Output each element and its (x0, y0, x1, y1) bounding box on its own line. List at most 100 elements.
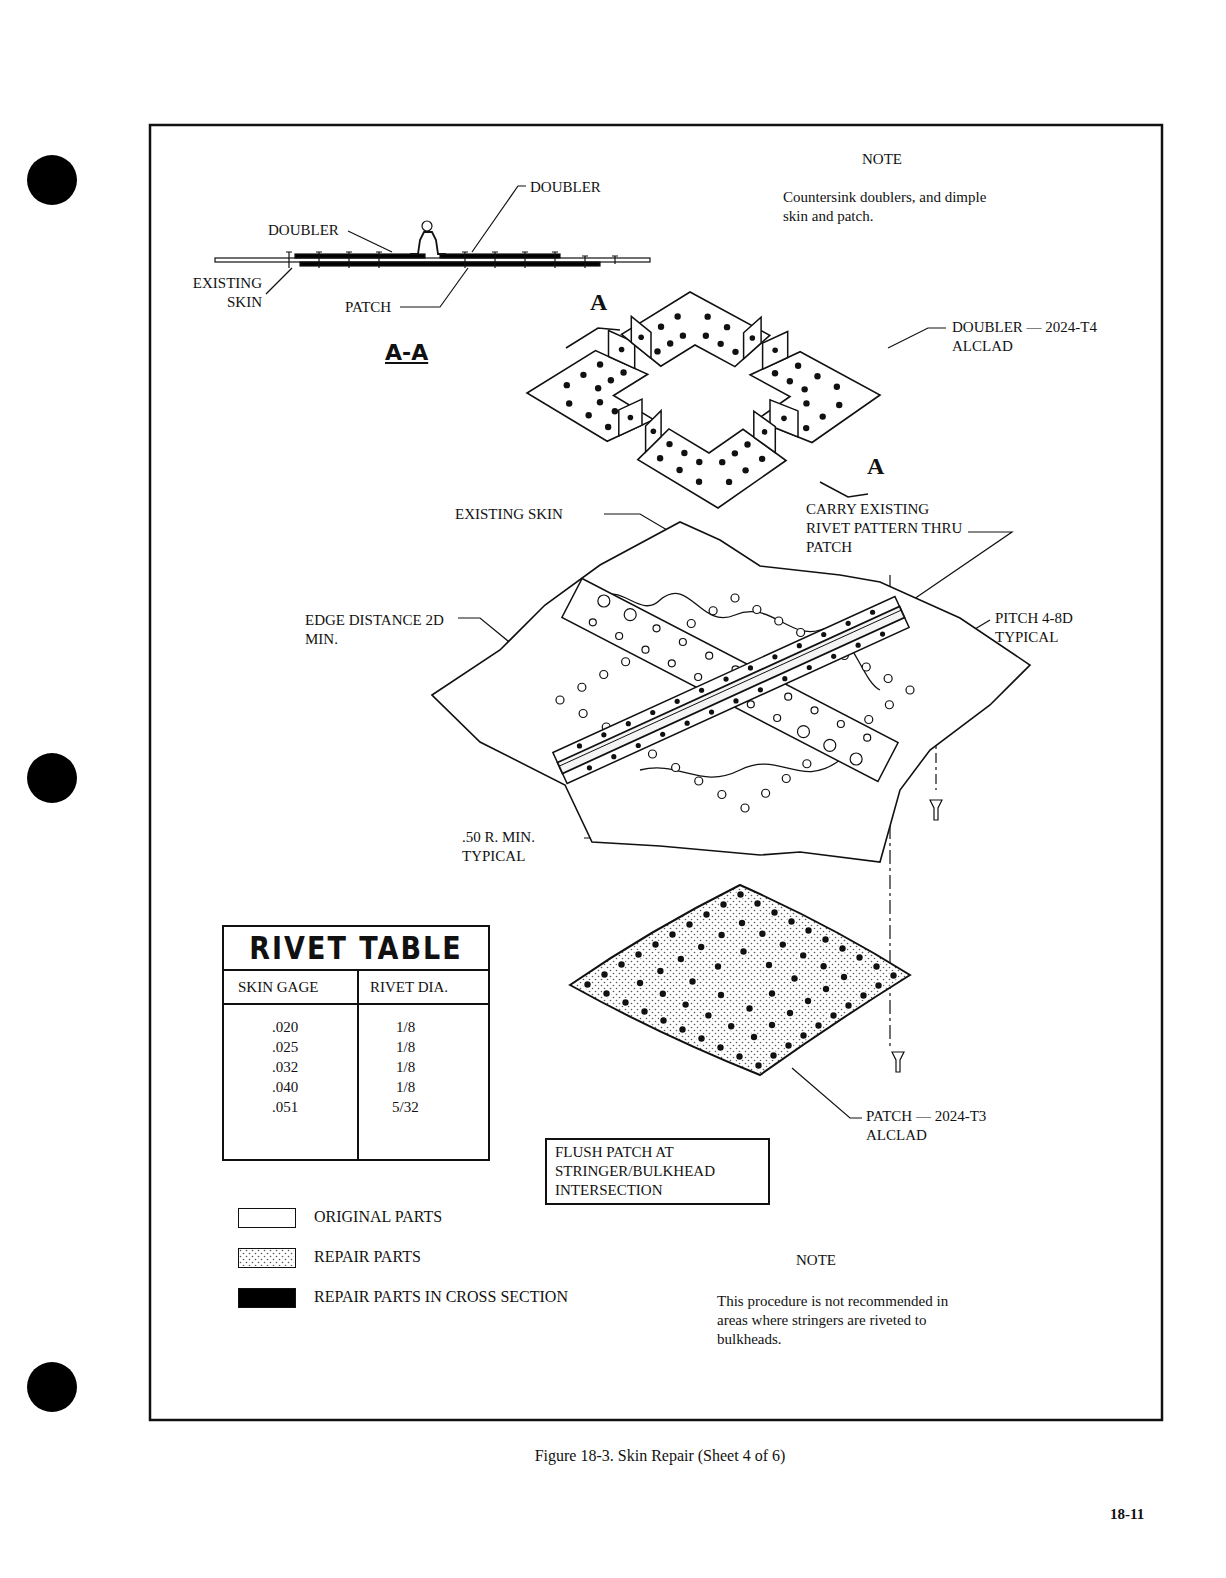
patch-rivet-hole (787, 1010, 793, 1016)
patch-rivet-halo (758, 929, 767, 938)
patch-rivet-halo (753, 899, 762, 908)
bulkhead-rivet (864, 734, 871, 741)
patch-rivet-hole (682, 1001, 688, 1007)
patch-rivet-hole (698, 1035, 704, 1041)
patch-rivet-halo (617, 960, 626, 969)
bulkhead-rivet (589, 619, 596, 626)
section-mark: A (590, 288, 607, 316)
patch-rivet-hole (739, 920, 745, 926)
material-callout: PATCH — 2024-T3 ALCLAD (866, 1107, 1011, 1145)
patch-rivet-halo (778, 940, 787, 949)
patch-rivet-halo (804, 926, 813, 935)
skin-rivet-hole (600, 671, 608, 679)
patch-rivet-hole (820, 963, 826, 969)
patch-rivet-halo (676, 954, 685, 963)
flange-rivet-hole (750, 335, 756, 341)
doubler-rivet-hole (803, 425, 809, 431)
doubler-flange (646, 411, 662, 452)
skin-rivet-hole (649, 750, 657, 758)
patch-rivet-halo (767, 989, 776, 998)
table-cell: 1/8 (396, 1078, 415, 1097)
doubler-rivet-hole (585, 412, 591, 418)
patch-rivet-hole (715, 963, 721, 969)
stringer-rivet (660, 732, 665, 737)
patch-rivet-halo (716, 1043, 725, 1052)
table-title: RIVET TABLE (224, 924, 488, 972)
page-number: 18-11 (1110, 1505, 1144, 1524)
patch-rivet-hole (678, 956, 684, 962)
doubler-rivet-hole (657, 455, 663, 461)
rivet-table-grid (222, 970, 490, 1161)
stringer-rivet (782, 676, 787, 681)
generated-parts (527, 292, 914, 1075)
bulkhead-rivet (797, 726, 809, 738)
doubler-flange (754, 411, 776, 453)
patch-rivet-hole (737, 891, 743, 897)
part-label: PATCH (345, 298, 391, 317)
stringer-rivet (772, 654, 777, 659)
legend-swatch (238, 1248, 296, 1268)
patch-rivet-hole (652, 941, 658, 947)
patch-rivet-halo (844, 1001, 853, 1010)
doubler-rivet-hole (605, 424, 611, 430)
table-cell: 1/8 (396, 1038, 415, 1057)
patch-rivet-hole (805, 998, 811, 1004)
skin-rivet-hole (687, 620, 695, 628)
stringer-rivet (601, 732, 606, 737)
patch-rivet-halo (814, 1021, 823, 1030)
patch-rivet-hole (890, 972, 896, 978)
skin-rivet-hole (865, 716, 873, 724)
section-a-a (215, 221, 650, 268)
skin-rivet-hole (578, 683, 586, 691)
flange-rivet-hole (651, 428, 657, 434)
doubler-rivet-hole (726, 479, 732, 485)
flange-rivet-hole (628, 415, 634, 421)
patch-rivet-halo (658, 989, 667, 998)
patch-rivet-hole (601, 971, 607, 977)
patch-rivet-hole (815, 1022, 821, 1028)
patch-rivet-hole (830, 1012, 836, 1018)
skin-rivet-hole (862, 663, 870, 671)
dimension-callout: EDGE DISTANCE 2D MIN. (305, 611, 460, 649)
patch-rivet-hole (698, 944, 704, 950)
patch-rivet-halo (821, 935, 830, 944)
patch-rivet-halo (634, 950, 643, 959)
patch-rivet-hole (669, 931, 675, 937)
patch-rivet-halo (770, 908, 779, 917)
doubler-rivet-hole (595, 385, 601, 391)
stringer-rivet (636, 743, 641, 748)
bulkhead-rivet (774, 714, 781, 721)
binder-hole (27, 155, 77, 205)
legend-text: ORIGINAL PARTS (314, 1207, 442, 1226)
patch-rivet-hole (584, 981, 590, 987)
bulkhead-rivet (811, 707, 818, 714)
doubler-rivet-hole (667, 340, 673, 346)
bulkhead-rivet (598, 595, 610, 607)
stringer-rivet (880, 631, 885, 636)
patch-rivet-hole (785, 1042, 791, 1048)
stringer-rivet (807, 665, 812, 670)
doubler-rivet-hole (717, 341, 723, 347)
doubler-rivet-hole (742, 467, 748, 473)
patch-rivet-hole (769, 1022, 775, 1028)
patch-rivet-hole (823, 986, 829, 992)
skin-rivet-hole (709, 607, 717, 615)
stringer-rivet (831, 654, 836, 659)
patch-rivet-halo (688, 977, 697, 986)
doubler-rivet-hole (759, 456, 765, 462)
patch-rivet-halo (790, 974, 799, 983)
bulkhead-rivet (624, 609, 636, 621)
bulkhead-rivet (653, 625, 660, 632)
patch-rivet-hole (689, 978, 695, 984)
bulkhead-rivet (850, 753, 862, 765)
patch-rivet-hole (746, 1005, 752, 1011)
skin-rivet-hole (782, 775, 790, 783)
bulkhead-rivet (824, 739, 836, 751)
patch-rivet-hole (755, 1062, 761, 1068)
doubler-rivet-hole (719, 459, 725, 465)
doubler-flange (763, 332, 788, 370)
doubler-rivet-hole (836, 402, 842, 408)
patch-rivet-hole (822, 936, 828, 942)
stringer-rivet (856, 643, 861, 648)
